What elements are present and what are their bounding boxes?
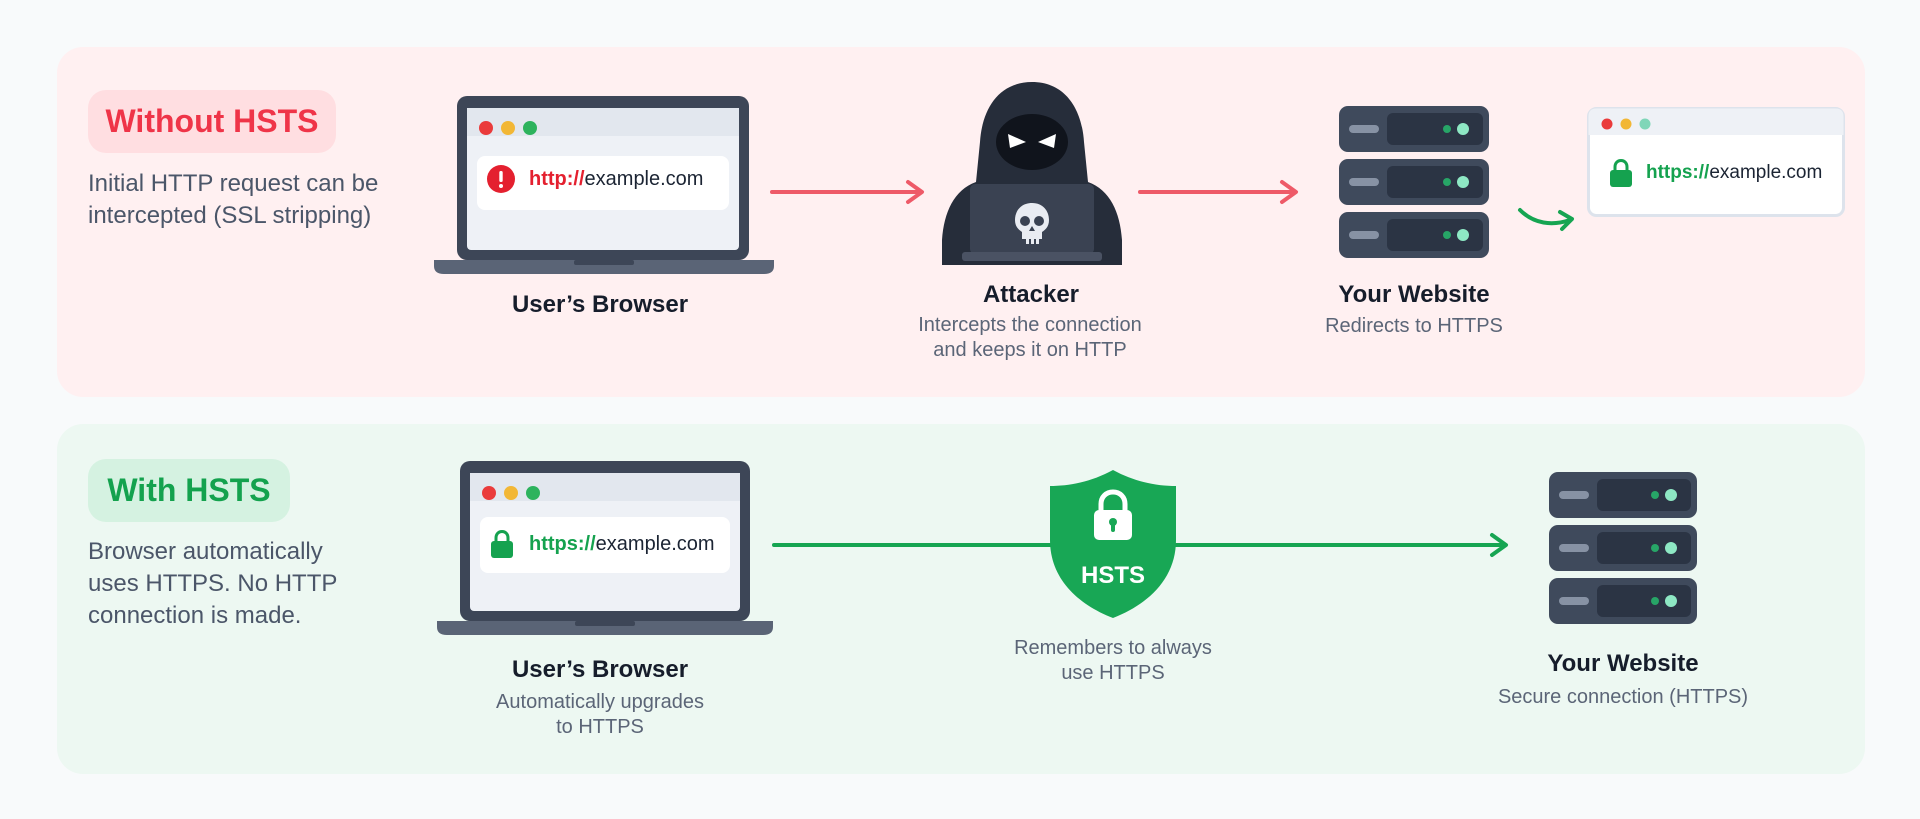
shield-sub-line1: Remembers to always — [1014, 637, 1212, 659]
lock-icon — [491, 529, 513, 558]
url-scheme-https: https:// — [1646, 162, 1710, 183]
without-website-title: Your Website — [1338, 281, 1490, 308]
redirected-url: https://example.com — [1646, 162, 1822, 184]
shield-label: HSTS — [1080, 562, 1145, 589]
with-desc-line1: Browser automatically — [88, 538, 323, 565]
without-browser-title: User’s Browser — [511, 291, 689, 318]
laptop-icon — [437, 461, 773, 635]
with-website-title: Your Website — [1547, 650, 1699, 677]
server-icon — [1339, 106, 1489, 258]
redirect-arrow-icon — [1518, 208, 1574, 231]
without-hsts-badge: Without HSTS — [88, 90, 336, 153]
shield-sub-line2: use HTTPS — [1061, 662, 1165, 684]
url-scheme-https: https:// — [529, 533, 596, 555]
laptop-icon — [434, 96, 774, 274]
warning-icon — [487, 165, 515, 193]
arrow-browser-to-attacker — [770, 180, 924, 204]
shield-subtitle: Remembers to always use HTTPS — [963, 636, 1263, 686]
with-hsts-badge: With HSTS — [88, 459, 290, 522]
without-desc-line1: Initial HTTP request can be — [88, 170, 379, 197]
skull-icon — [1015, 203, 1049, 244]
with-desc-line3: connection is made. — [88, 602, 302, 629]
redirected-browser-window — [1587, 107, 1845, 217]
attacker-sub-line1: Intercepts the connection — [918, 314, 1142, 336]
attacker-title: Attacker — [982, 281, 1080, 308]
arrow-attacker-to-website — [1138, 180, 1298, 204]
url-host: example.com — [595, 533, 715, 555]
with-browser-title: User’s Browser — [511, 656, 689, 683]
attacker-subtitle: Intercepts the connection and keeps it o… — [880, 313, 1180, 363]
shield-icon — [1050, 470, 1176, 618]
server-icon — [1549, 472, 1697, 624]
url-scheme-http: http:// — [529, 168, 585, 190]
attacker-sub-line2: and keeps it on HTTP — [933, 339, 1127, 361]
with-website-subtitle: Secure connection (HTTPS) — [1497, 686, 1749, 708]
with-browser-sub-line2: to HTTPS — [556, 716, 644, 738]
url-host: example.com — [1709, 162, 1823, 183]
without-hsts-description: Initial HTTP request can be intercepted … — [88, 168, 378, 232]
without-website-subtitle: Redirects to HTTPS — [1325, 315, 1503, 337]
secure-url: https://example.com — [529, 533, 715, 556]
without-desc-line2: intercepted (SSL stripping) — [88, 202, 372, 229]
lock-icon — [1610, 158, 1632, 187]
insecure-url: http://example.com — [529, 168, 703, 191]
with-desc-line2: uses HTTPS. No HTTP — [88, 570, 338, 597]
with-browser-sub-line1: Automatically upgrades — [496, 691, 704, 713]
with-browser-subtitle: Automatically upgrades to HTTPS — [450, 690, 750, 740]
with-hsts-description: Browser automatically uses HTTPS. No HTT… — [88, 536, 337, 632]
url-host: example.com — [584, 168, 704, 190]
